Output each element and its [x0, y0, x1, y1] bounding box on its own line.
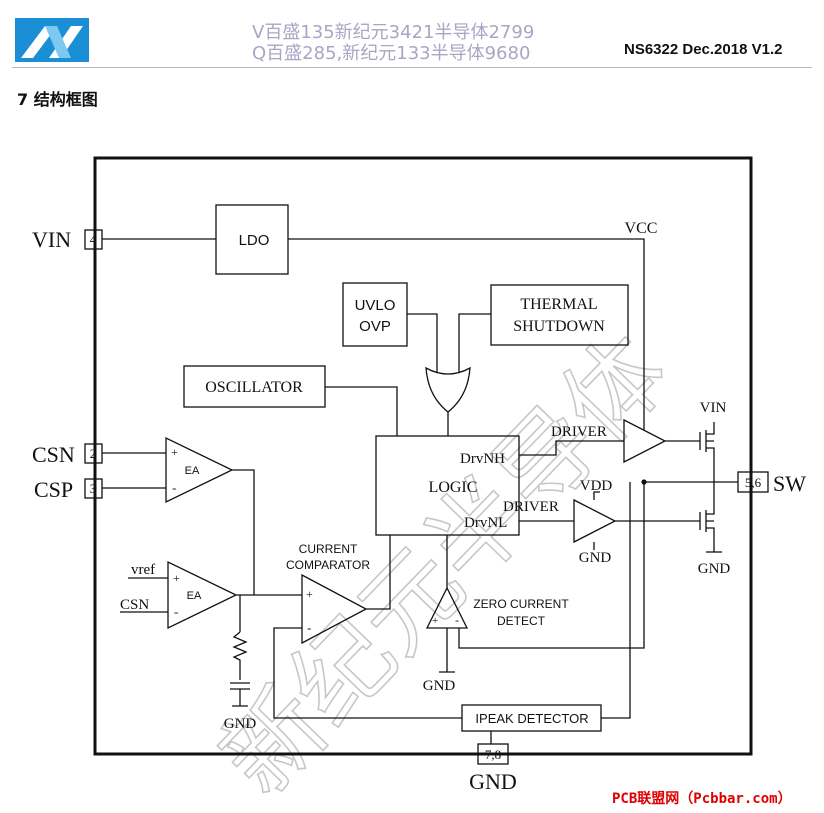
shutdown-label: SHUTDOWN	[513, 318, 605, 335]
wire-thermal-or	[458, 313, 491, 372]
pin-gnd-number: 7,8	[485, 747, 501, 762]
wire-vcc	[288, 238, 645, 430]
vdd-label: VDD	[580, 478, 613, 494]
drvnl-label: DrvNL	[464, 515, 507, 531]
vcc-label: VCC	[625, 220, 658, 237]
resistor	[232, 631, 248, 680]
wire-drvnh	[519, 440, 624, 456]
pin-csp-name: CSP	[34, 477, 73, 502]
vref-label: vref	[131, 562, 155, 578]
wire-gnd-rc	[232, 689, 248, 707]
pin-sw-name: SW	[773, 471, 806, 496]
thermal-shutdown-block	[490, 284, 629, 346]
gnd-lowfet-label: GND	[698, 561, 731, 577]
ovp-label: OVP	[359, 318, 391, 335]
pin-box-gnd	[477, 743, 509, 765]
gnd-driver-label: GND	[579, 550, 612, 566]
company-logo	[15, 18, 89, 62]
gnd-rc-label: GND	[224, 716, 257, 732]
gnd-zero-label: GND	[423, 678, 456, 694]
header-watermark-line2: Q百盛285,新纪元133半导体9680	[252, 43, 531, 64]
pin-csn-number: 2	[90, 446, 97, 461]
doc-version: NS6322 Dec.2018 V1.2	[624, 41, 783, 58]
wire-ea1-out	[232, 469, 255, 595]
wire-osc-logic	[325, 386, 398, 436]
logo-stroke-middle	[45, 26, 71, 58]
high-side-mosfet	[699, 422, 715, 482]
ea1-plus-sign: +	[171, 445, 178, 459]
zero-detect-label-line1: ZERO CURRENT	[473, 597, 569, 611]
ea1-label: EA	[185, 465, 200, 477]
header-watermark: V百盛135新纪元3421半导体2799 Q百盛285,新纪元133半导体968…	[252, 22, 534, 64]
comparator-plus-sign: +	[306, 587, 313, 601]
wire-low-driver-supply	[593, 491, 600, 550]
logic-label: LOGIC	[429, 479, 478, 496]
ea1-amplifier	[165, 436, 234, 504]
comparator-minus-sign: -	[307, 620, 311, 635]
wire-ipeak-feedback	[273, 627, 462, 719]
ea1-minus-sign: -	[172, 480, 176, 495]
pin-gnd-name: GND	[469, 769, 517, 794]
zero-plus-sign: +	[432, 615, 438, 627]
ipeak-label: IPEAK DETECTOR	[475, 711, 588, 726]
pin-vin-number: 4	[90, 232, 97, 247]
current-comparator	[301, 573, 368, 645]
vin-top-label: VIN	[700, 400, 727, 416]
ea2-amplifier	[167, 560, 238, 630]
footer-source: PCB联盟网（Pcbbar.com）	[612, 791, 792, 807]
uvlo-ovp-block	[342, 282, 408, 347]
driver-low-label: DRIVER	[503, 499, 559, 515]
chip-outline	[93, 156, 753, 756]
low-side-mosfet	[699, 482, 715, 552]
header-watermark-line1: V百盛135新纪元3421半导体2799	[252, 22, 535, 43]
section-title: 7 结构框图	[17, 90, 98, 109]
pin-csp-number: 3	[90, 481, 97, 496]
wire-zero-sense	[458, 482, 645, 649]
drvnh-label: DrvNH	[460, 451, 505, 467]
header-divider	[12, 67, 812, 68]
wire-zero-gnd	[439, 628, 455, 673]
logo-stroke-left	[21, 26, 57, 58]
page-header: V百盛135新纪元3421半导体2799 Q百盛285,新纪元133半导体968…	[0, 0, 824, 80]
uvlo-label: UVLO	[355, 297, 396, 314]
ea2-label: EA	[187, 590, 202, 602]
ea2-plus-sign: +	[173, 571, 180, 585]
comparator-label-line1: CURRENT	[299, 542, 358, 556]
zero-minus-sign: -	[455, 613, 459, 627]
junction-sw	[641, 479, 647, 485]
pin-vin-name: VIN	[32, 227, 71, 252]
wire-ipeak-sense	[601, 482, 631, 719]
wire-uvlo-or	[407, 313, 438, 372]
ldo-label: LDO	[239, 232, 270, 249]
wire-comp-logic	[366, 535, 391, 610]
or-gate	[425, 366, 471, 413]
pin-csn-name: CSN	[32, 442, 75, 467]
pin-sw-number: 5,6	[745, 475, 762, 490]
zero-detect-label-line2: DETECT	[497, 614, 546, 628]
oscillator-label: OSCILLATOR	[205, 379, 303, 396]
csn-input-label: CSN	[120, 597, 149, 613]
driver-high-label: DRIVER	[551, 424, 607, 440]
comparator-label-line2: COMPARATOR	[286, 558, 370, 572]
thermal-label: THERMAL	[520, 296, 597, 313]
ea2-minus-sign: -	[174, 604, 178, 619]
